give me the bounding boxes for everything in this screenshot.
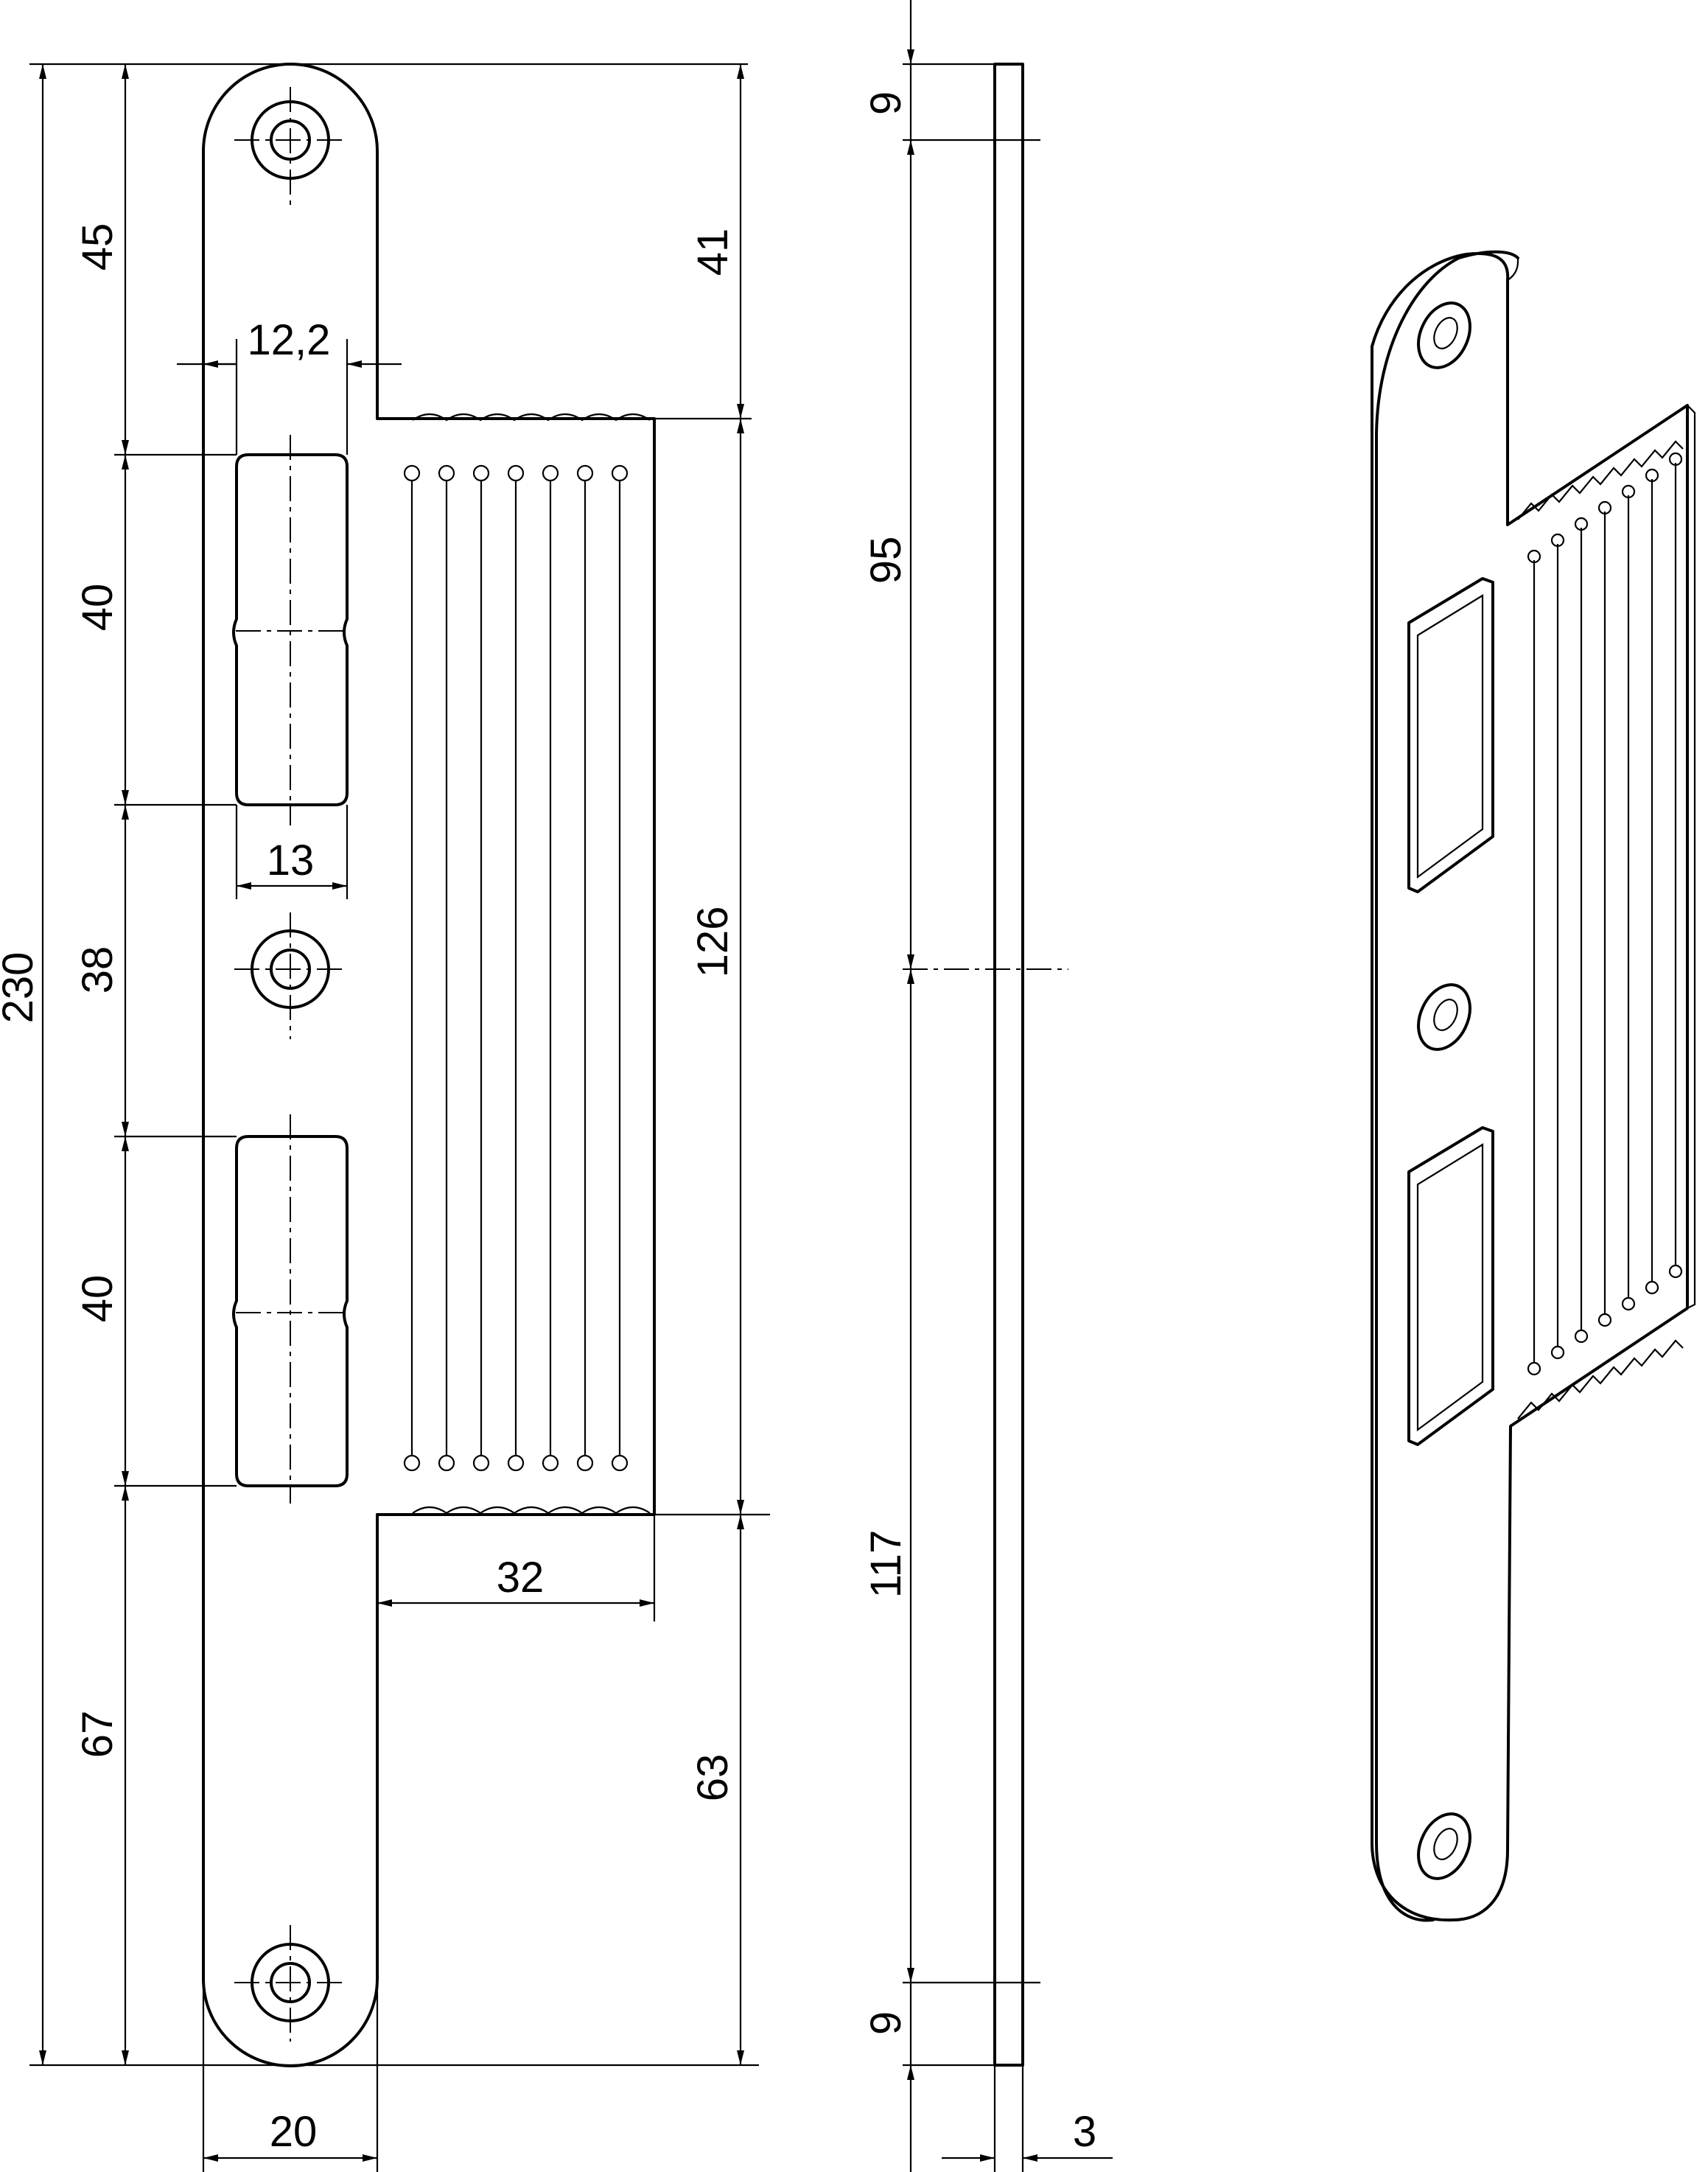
dim-lower-cutout-height: 40	[74, 1275, 122, 1323]
dim-side-bottom-hole-offset: 9	[862, 2011, 910, 2035]
tongue-slits	[403, 464, 629, 1472]
dim-side-thickness: 3	[1073, 2108, 1096, 2156]
dim-cutout-offset: 12,2	[248, 316, 331, 364]
dim-between-cutouts: 38	[74, 946, 122, 994]
upper-cutout	[232, 453, 349, 806]
dim-upper-cutout-height: 40	[74, 584, 122, 632]
center-lines	[234, 87, 348, 2042]
dim-lower-cutout-to-bottom: 67	[74, 1711, 122, 1759]
dim-top-to-first-cutout: 45	[74, 223, 122, 271]
dim-tongue-width: 32	[497, 1554, 545, 1602]
dim-tongue-to-bottom: 63	[689, 1754, 737, 1802]
side-plate-outline	[993, 63, 1024, 2067]
dim-cutout-width: 13	[267, 837, 315, 884]
lower-cutout	[232, 1135, 349, 1487]
dim-side-top-hole-offset: 9	[862, 91, 910, 115]
dim-top-to-tongue: 41	[689, 228, 737, 276]
extension-lines	[29, 63, 770, 2172]
dim-plate-width: 20	[270, 2108, 318, 2156]
front-dimension-labels: 230 45 40 38 40 67 41 126 63 12,2 13 32 …	[0, 223, 737, 2156]
tongue-serration-bottom	[412, 1506, 651, 1515]
side-view: 9 95 117 9 3	[862, 0, 1113, 2172]
dim-tongue-height: 126	[689, 907, 737, 978]
dimension-lines	[39, 64, 744, 2162]
dim-side-top-to-center: 95	[862, 537, 910, 584]
front-view: 230 45 40 38 40 67 41 126 63 12,2 13 32 …	[0, 63, 770, 2172]
dim-overall-height: 230	[0, 952, 42, 1024]
tongue-serration-top	[412, 413, 651, 422]
plate-outline	[202, 63, 656, 2067]
strike-plate-isometric-icon	[1371, 250, 1696, 1922]
dim-side-center-to-bottom-hole: 117	[862, 1530, 910, 1598]
